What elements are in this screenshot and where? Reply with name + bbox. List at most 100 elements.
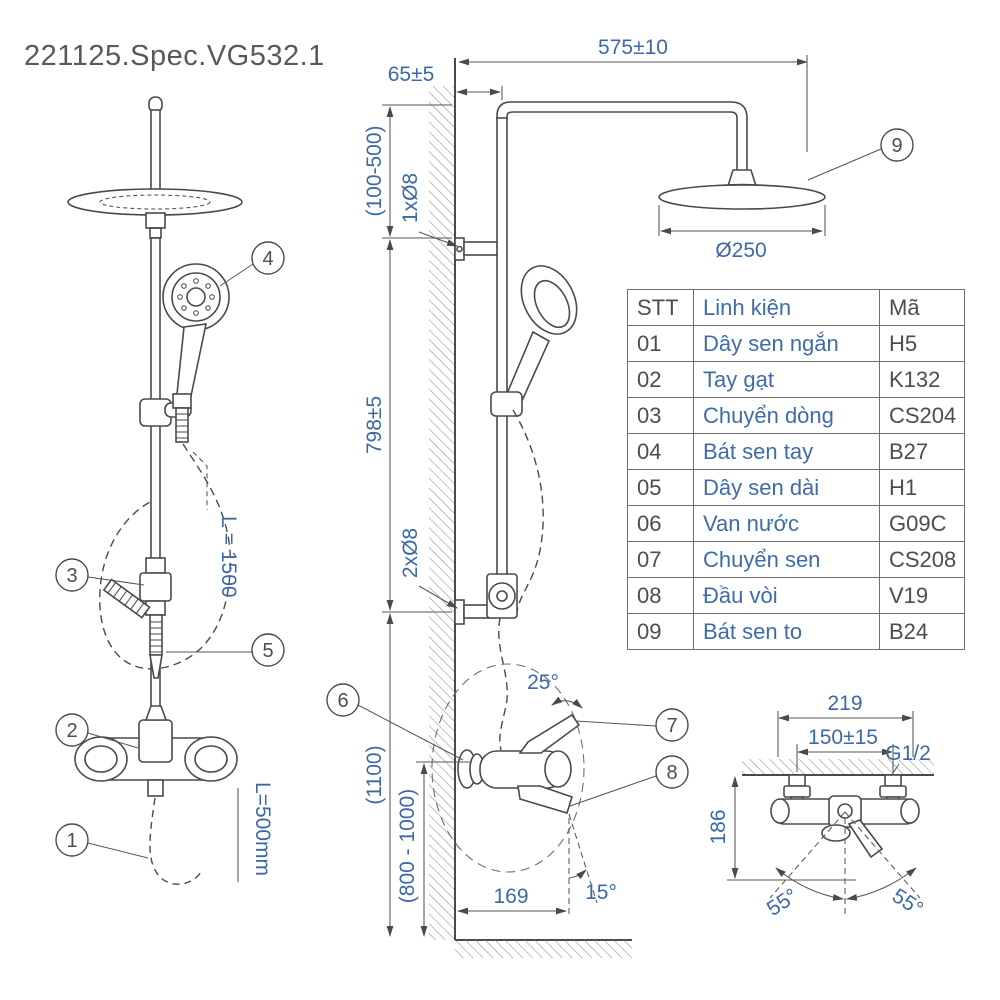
mixer-center-body: [138, 719, 173, 763]
rain-head: [67, 188, 243, 216]
svg-text:8: 8: [666, 762, 677, 784]
left-inlet: [788, 774, 806, 787]
floor-hatch: [455, 940, 632, 958]
callouts: 1 2 3 4 5 6 7: [55, 128, 914, 859]
hose-lower: [498, 617, 508, 751]
mixer-2-spout: [517, 785, 573, 814]
spout-dashed: [149, 797, 202, 885]
callout-2: 2: [55, 713, 89, 747]
gooseneck-outer: [496, 101, 748, 170]
callout-8: 8: [655, 755, 689, 789]
diverter-top: [145, 557, 166, 574]
part-name: Dây sen ngắn: [693, 325, 880, 362]
part-name: Chuyển sen: [693, 541, 880, 578]
svg-text:4: 4: [262, 248, 273, 270]
dim-55-left: 55°: [763, 884, 802, 921]
head-connector-2: [149, 227, 162, 239]
dim-65: 65±5: [388, 63, 435, 86]
part-code: K132: [878, 361, 966, 398]
part-name: Đầu vòi: [693, 577, 880, 614]
callout-3: 3: [55, 558, 89, 592]
part-code: CS204: [878, 397, 966, 434]
bottom-thread-lines: [150, 621, 162, 653]
hand-shower-2: [520, 265, 578, 335]
hand-shower-2-inner: [533, 279, 571, 329]
dim-15deg: 15°: [585, 881, 617, 904]
callout-5: 5: [251, 633, 285, 667]
part-row: 08 Đầu vòi V19: [627, 577, 966, 614]
left-threaded-stub: [102, 578, 151, 619]
header-name: Linh kiện: [693, 289, 880, 326]
dim-798: 798±5: [363, 396, 386, 454]
stub-taper: [149, 654, 163, 679]
dim-186: 186: [707, 809, 730, 844]
diverter-2-knob: [488, 582, 516, 610]
spray-nozzles: [177, 278, 215, 316]
drawing-title: 221125.Spec.VG532.1: [24, 40, 325, 72]
part-code: B24: [878, 613, 966, 650]
mixer-right-cap: [184, 736, 238, 782]
detail-wall-hatch: [742, 759, 934, 775]
rain-head-inner: [99, 194, 211, 210]
mixer-2-lever: [518, 713, 581, 754]
column-pipe: [496, 117, 508, 581]
detail-bubble: [431, 663, 585, 873]
rain-head-2: [658, 184, 826, 210]
dim-g12: G1/2: [885, 742, 931, 765]
part-stt: 03: [627, 397, 694, 434]
diverter-body: [139, 572, 172, 602]
detail-right-cap: [900, 798, 920, 824]
part-stt: 02: [627, 361, 694, 398]
dimension-lines: [382, 55, 921, 937]
part-row: 04 Bát sen tay B27: [627, 433, 966, 470]
svg-text:7: 7: [666, 715, 677, 737]
part-name: Dây sen dài: [693, 469, 880, 506]
dim-169: 169: [493, 885, 528, 908]
bracket-1-arm: [463, 241, 498, 256]
callout-7: 7: [655, 708, 689, 742]
mixer-left-cap: [74, 736, 128, 782]
part-stt: 07: [627, 541, 694, 578]
part-stt: 01: [627, 325, 694, 362]
right-inlet: [884, 774, 902, 787]
detail-spout: [821, 824, 851, 842]
dim-250: Ø250: [715, 239, 766, 262]
part-code: B27: [878, 433, 966, 470]
detail-front-view: [742, 759, 934, 859]
detail-left-cap: [770, 798, 790, 824]
hand-shower-face: [162, 263, 230, 331]
mixer-2-endcap: [544, 750, 572, 788]
svg-text:9: 9: [891, 135, 902, 157]
part-row: 07 Chuyển sen CS208: [627, 541, 966, 578]
callout-6: 6: [326, 683, 360, 717]
hand-shower-handle: [176, 323, 208, 397]
svg-text:1: 1: [66, 830, 77, 852]
wall-hatch: [429, 86, 455, 940]
part-code: CS208: [878, 541, 966, 578]
slider-holder-2: [490, 391, 523, 417]
dim-150: 150±15: [808, 726, 878, 749]
svg-text:5: 5: [262, 640, 273, 662]
part-name: Bát sen tay: [693, 433, 880, 470]
detail-lever: [847, 819, 884, 859]
diverter-2-knob-center: [496, 590, 508, 602]
hand-shower-center: [186, 287, 206, 307]
dim-1x8: 1xØ8: [399, 173, 422, 223]
part-row: 05 Dây sen dài H1: [627, 469, 966, 506]
bottom-threaded-stub: [149, 614, 163, 656]
svg-text:3: 3: [66, 565, 77, 587]
part-code: V19: [878, 577, 966, 614]
mixer-right-cap-inner: [194, 745, 228, 773]
hose-loop: [99, 443, 232, 670]
part-name: Bát sen to: [693, 613, 880, 650]
callout-1: 1: [55, 823, 89, 857]
part-code: H5: [878, 325, 966, 362]
part-row: 06 Van nước G09C: [627, 505, 966, 542]
dim-800-1000: (800 - 1000): [396, 789, 419, 903]
part-row: 01 Dây sen ngắn H5: [627, 325, 966, 362]
part-stt: 08: [627, 577, 694, 614]
left-inlet-nut: [783, 785, 811, 798]
dim-55-right: 55°: [888, 884, 927, 921]
